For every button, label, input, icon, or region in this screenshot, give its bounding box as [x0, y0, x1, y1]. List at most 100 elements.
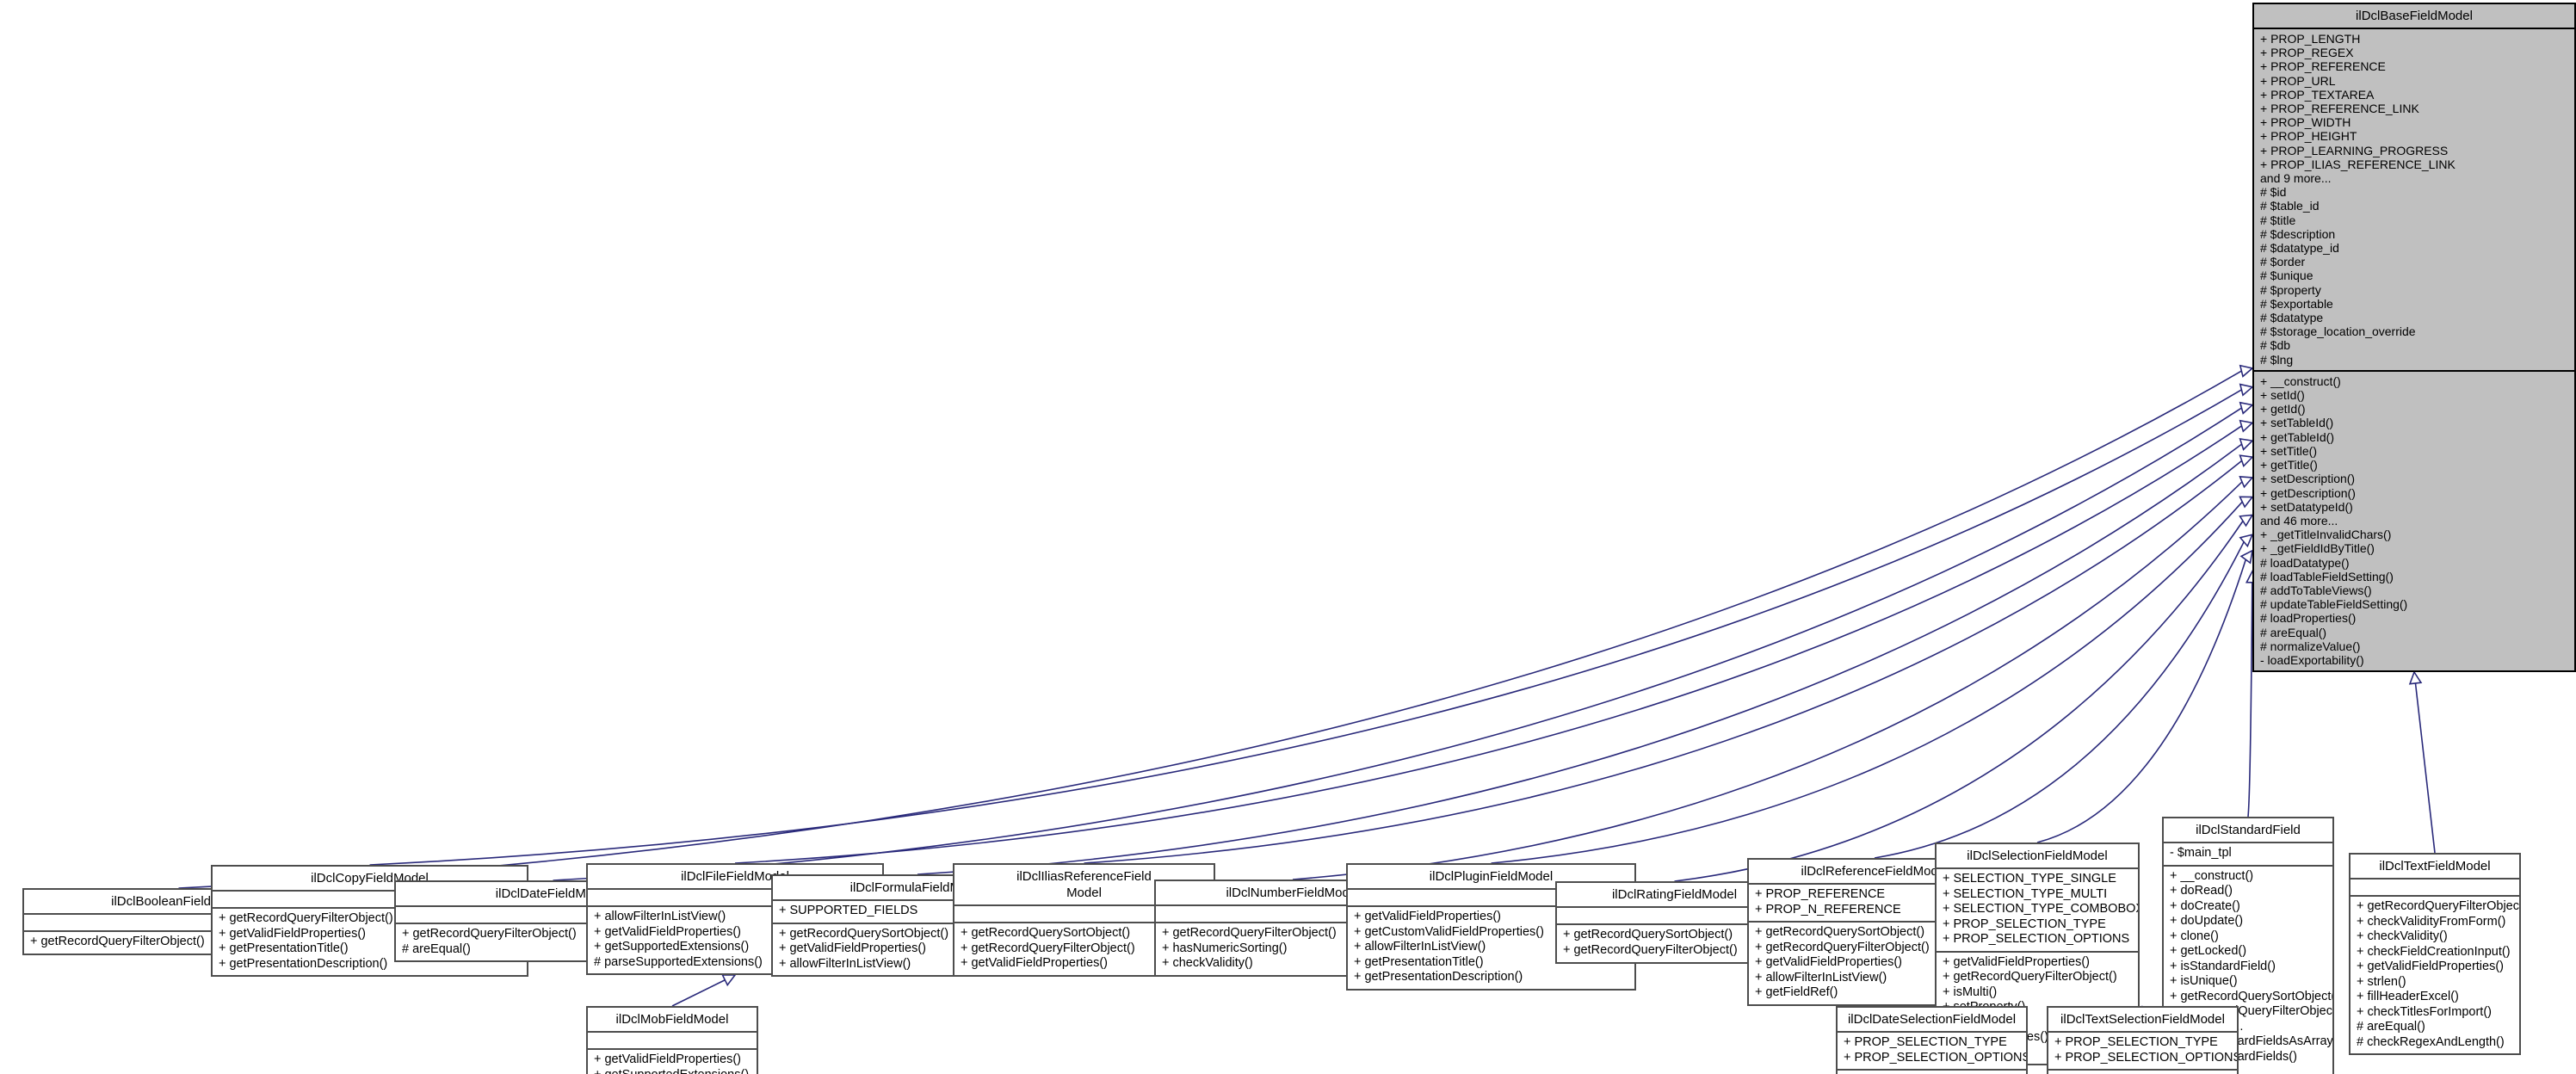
class-attribute: + PROP_SELECTION_TYPE: [2054, 1035, 2218, 1049]
class-operation: + checkTitlesForImport(): [2357, 1004, 2492, 1019]
compartment-divider: [2048, 1069, 2237, 1071]
compartment-divider: [24, 930, 333, 932]
generalization-edge: [917, 443, 2243, 875]
class-attribute: # $datatype_id: [2260, 241, 2339, 256]
compartment-divider: [773, 899, 1062, 901]
class-attribute: + PROP_URL: [2260, 73, 2336, 88]
class-box-text[interactable]: ilDclTextFieldModel + getRecordQueryFilte…: [2349, 853, 2521, 1055]
generalization-edge: [1084, 460, 2243, 864]
compartment-divider: [1348, 905, 1634, 907]
class-name: ilDclBaseFieldModel: [2356, 9, 2473, 23]
class-operation: + doCreate(): [2170, 898, 2240, 913]
class-operation: + setDatatypeId(): [2260, 499, 2353, 514]
class-operation: + getRecordQueryFilterObject(): [2357, 899, 2521, 913]
compartment-divider: [213, 890, 527, 892]
class-operation: + getRecordQuerySortObject(): [1563, 928, 1733, 941]
compartment-divider: [2164, 842, 2332, 843]
class-attribute: + PROP_TEXTAREA: [2260, 87, 2375, 102]
compartment-divider: [2164, 864, 2332, 867]
class-operation: + getRecordQueryFilterObject(): [1755, 940, 1930, 954]
class-attribute: + PROP_SELECTION_TYPE: [1943, 917, 2106, 931]
class-operation: # loadDatatype(): [2260, 555, 2350, 570]
generalization-edge: [1674, 520, 2244, 882]
class-operation: + setTableId(): [2260, 416, 2334, 430]
compartment-divider: [773, 922, 1062, 924]
class-operation: + fillHeaderExcel(): [2357, 990, 2459, 1003]
class-attribute: # $order: [2260, 255, 2306, 269]
class-box-mob[interactable]: ilDclMobFieldModel+ getValidFieldPropert…: [586, 1006, 758, 1074]
class-operation: and 46 more...: [2260, 513, 2338, 528]
class-operation: # areEqual(): [402, 941, 471, 956]
compartment-divider: [1749, 921, 2000, 923]
class-operation: + getRecordQueryFilterObject(): [30, 935, 205, 948]
compartment-divider: [954, 922, 1214, 923]
generalization-edge: [734, 425, 2242, 864]
class-operation: + getValidFieldProperties(): [961, 956, 1108, 970]
compartment-divider: [954, 904, 1214, 906]
compartment-divider: [24, 913, 333, 915]
compartment-divider: [1838, 1031, 2026, 1033]
class-name: ilDclRatingFieldModel: [1611, 887, 1738, 902]
class-operation: + getRecordQuerySortObject(): [961, 926, 1131, 940]
class-attributes: - $main_tpl: [2164, 843, 2332, 865]
class-operations: + getValidFieldProperties()+ getCustomVa…: [1348, 907, 1634, 989]
class-box-textselection[interactable]: ilDclTextSelectionFieldModel+ PROP_SELEC…: [2047, 1006, 2239, 1074]
generalization-arrowhead: [2239, 383, 2254, 397]
class-operation: + allowFilterInListView(): [1755, 970, 1887, 985]
compartment-divider: [1937, 950, 2138, 953]
class-attribute: + PROP_REFERENCE_LINK: [2260, 102, 2419, 116]
class-attribute: + PROP_REGEX: [2260, 46, 2354, 60]
class-operations: + getRecordQuerySortObject()+ getRecordQ…: [954, 923, 1214, 975]
class-operation: + _getTitleInvalidChars(): [2260, 528, 2392, 542]
compartment-divider: [396, 923, 710, 924]
class-operation: # normalizeValue(): [2260, 639, 2361, 653]
class-attributes: + SELECTION_TYPE_SINGLE+ SELECTION_TYPE_…: [1937, 869, 2138, 951]
class-name: ilDclTextFieldModel: [2379, 859, 2491, 873]
class-operation: + getRecordQuerySortObject(): [1755, 925, 1925, 939]
generalization-arrowhead: [2239, 401, 2254, 415]
class-attribute: + PROP_ILIAS_REFERENCE_LINK: [2260, 157, 2456, 171]
class-operations: + getRecordQueryFilterObject(): [24, 932, 333, 954]
generalization-edge: [1874, 541, 2245, 859]
class-operations: + getRecordQuerySortObject()+ getRecordQ…: [1749, 923, 2000, 1004]
class-box-dateselection[interactable]: ilDclDateSelectionFieldModel + PROP_SELEC…: [1836, 1006, 2028, 1074]
class-operation: # checkRegexAndLength(): [2357, 1034, 2505, 1049]
class-attribute: and 9 more...: [2260, 171, 2332, 186]
class-operation: + __construct(): [2260, 373, 2341, 388]
class-operation: + getValidFieldProperties(): [594, 1052, 741, 1066]
class-operation: + clone(): [2170, 929, 2219, 943]
compartment-divider: [2351, 878, 2519, 880]
class-operation: + checkFieldCreationInput(): [2357, 944, 2511, 959]
class-attribute: + PROP_HEIGHT: [2260, 129, 2357, 144]
compartment-divider: [1749, 883, 2000, 885]
class-box-base[interactable]: ilDclBaseFieldModel + PROP_LENGTH+ PROP_R…: [2252, 3, 2576, 673]
class-operation: + _getFieldIdByTitle(): [2260, 541, 2375, 556]
class-name: ilDclDateFieldModel: [495, 886, 611, 901]
class-operation: + allowFilterInListView(): [1354, 940, 1486, 954]
class-operations: + getValidFieldProperties()+ getSupporte…: [588, 1050, 757, 1074]
class-attributes: + PROP_LENGTH+ PROP_REGEX+ PROP_REFERENC…: [2254, 29, 2574, 370]
generalization-edge: [671, 979, 726, 1007]
class-operation: + getRecordQueryFilterObject(): [219, 911, 393, 925]
class-operations: + getRecordQueryFilterObject()+ hasNumer…: [1156, 923, 1430, 975]
class-attribute: + PROP_SELECTION_OPTIONS: [1844, 1050, 2028, 1065]
class-operation: + getRecordQueryFilterObject(): [961, 941, 1135, 955]
class-operation: + isMulti(): [1943, 985, 1998, 999]
class-operations: + __construct()+ setId()+ getId()+ setTa…: [2254, 372, 2574, 670]
class-operation: + setTitle(): [2260, 443, 2317, 458]
class-operation: + getPresentationDescription(): [219, 956, 388, 971]
class-operation: + setDescription(): [2260, 472, 2356, 486]
class-attributes: + PROP_SELECTION_TYPE+ PROP_SELECTION_OP…: [1838, 1033, 2026, 1069]
class-operation: + strlen(): [2357, 974, 2406, 989]
class-operation: + getRecordQueryFilterObject(): [1563, 942, 1738, 957]
class-operations: + getRecordQuerySortObject()+ getRecordQ…: [1557, 925, 1792, 961]
class-name: ilDclDateSelectionFieldModel: [1847, 1012, 2017, 1027]
generalization-edge: [1491, 501, 2243, 864]
class-operations: + getRecordQuerySortObject()+ getValidFi…: [773, 924, 1062, 976]
class-operation: # addToTableViews(): [2260, 583, 2372, 597]
generalization-edge: [178, 370, 2242, 889]
class-attribute: + PROP_SELECTION_OPTIONS: [2054, 1050, 2239, 1065]
class-operation: + isStandardField(): [2170, 959, 2276, 973]
class-attribute: # $unique: [2260, 268, 2313, 283]
compartment-divider: [588, 1048, 757, 1050]
